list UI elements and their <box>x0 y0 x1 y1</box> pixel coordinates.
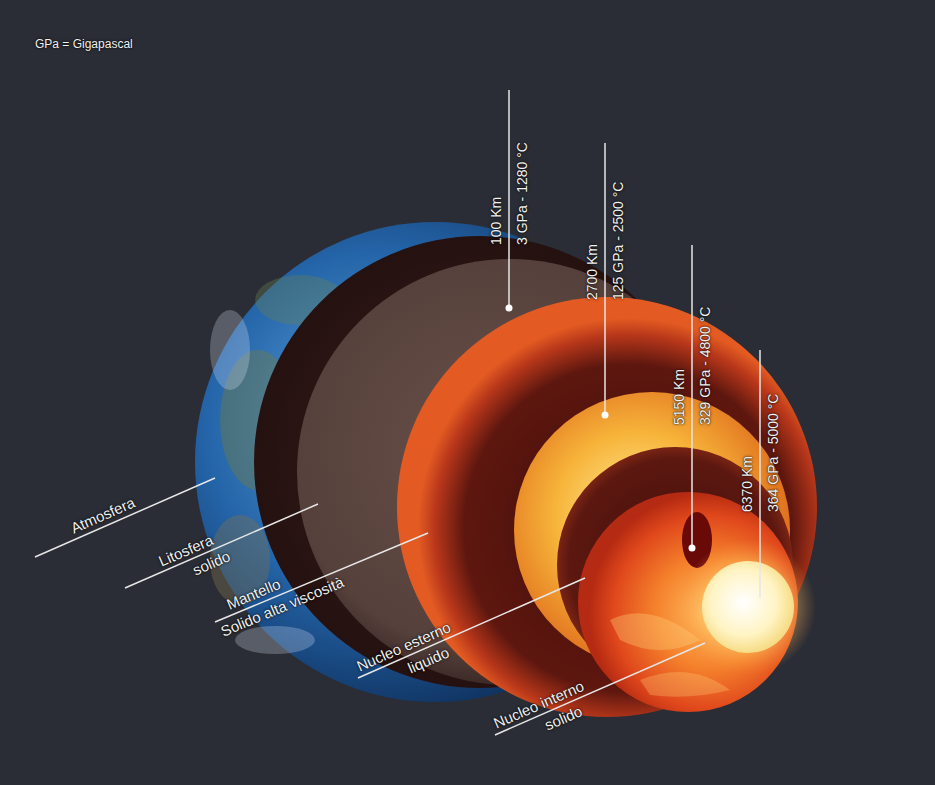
leader-dot <box>506 305 513 312</box>
depth-label: 5150 Km <box>671 369 687 425</box>
depth-label: 6370 Km <box>739 456 755 512</box>
leader-line <box>358 578 585 678</box>
layer-name: Atmosfera <box>68 494 138 537</box>
leader-line <box>604 143 606 415</box>
leader-line <box>495 643 705 735</box>
leader-line <box>759 350 761 598</box>
cloud <box>210 310 250 390</box>
lower-mantle-slice <box>397 297 817 717</box>
pressure-temperature-label: 3 GPa - 1280 °C <box>514 142 530 245</box>
leader-line <box>125 504 318 588</box>
inner-core-glow <box>680 539 816 675</box>
core-streak <box>640 672 730 697</box>
leader-line <box>691 245 693 548</box>
leader-dot <box>602 412 609 419</box>
leader-dot <box>689 545 696 552</box>
pressure-temperature-label: 125 GPa - 2500 °C <box>610 182 626 300</box>
leader-line <box>215 533 428 622</box>
pressure-temperature-label: 364 GPa - 5000 °C <box>765 394 781 512</box>
pressure-temperature-label: 329 GPa - 4800 °C <box>697 307 713 425</box>
note-text: GPa = Gigapascal <box>35 38 133 52</box>
depth-label: 2700 Km <box>584 244 600 300</box>
leader-line <box>508 90 510 308</box>
depth-label: 100 Km <box>488 197 504 245</box>
inner-core <box>702 561 794 653</box>
